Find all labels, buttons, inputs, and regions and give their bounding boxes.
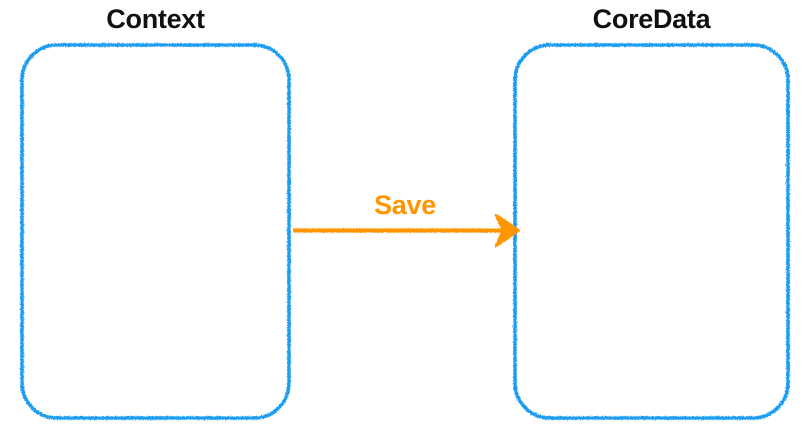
edge-save-arrow[interactable] bbox=[293, 213, 521, 248]
edge-save-label: Save bbox=[374, 190, 436, 220]
node-coredata-shape bbox=[513, 43, 790, 420]
node-context[interactable] bbox=[20, 43, 291, 420]
edge-save-arrowhead bbox=[494, 213, 521, 248]
node-context-shape bbox=[20, 43, 291, 420]
node-context-title: Context bbox=[106, 4, 205, 34]
node-coredata-title: CoreData bbox=[592, 4, 711, 34]
node-coredata[interactable] bbox=[513, 43, 790, 420]
